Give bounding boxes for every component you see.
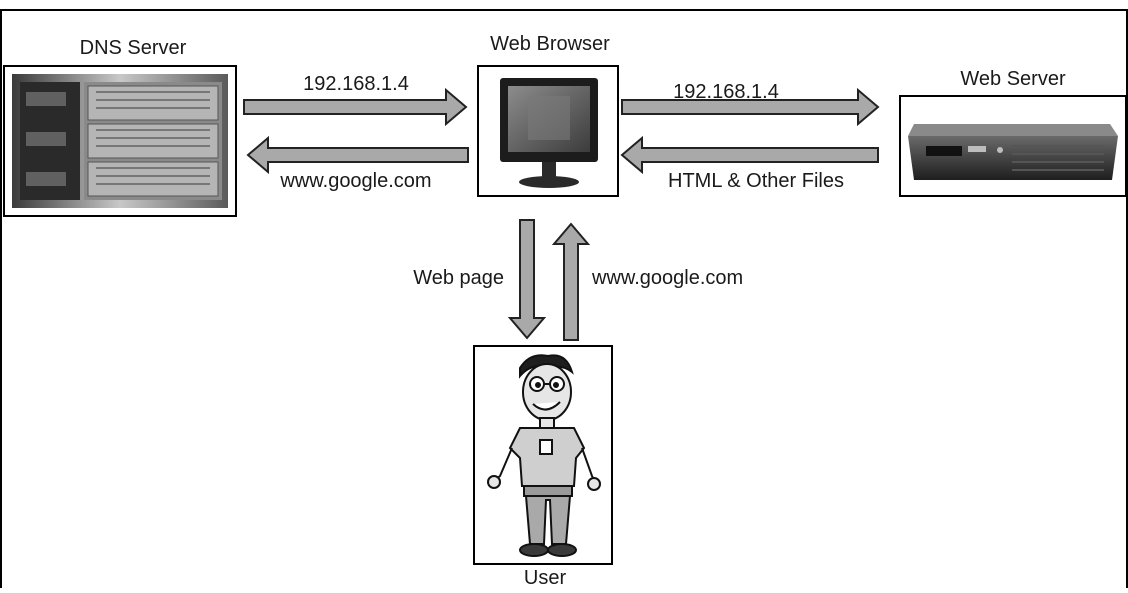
web-server-node — [899, 95, 1127, 197]
web-server-label: Web Server — [960, 68, 1066, 90]
outer-frame — [0, 9, 1128, 588]
arrow-user-to-browser — [551, 222, 591, 341]
user-label: User — [524, 567, 567, 588]
web-browser-label: Web Browser — [490, 33, 610, 55]
rack-server-icon — [908, 124, 1118, 180]
arrow-browser-to-dns — [246, 135, 469, 175]
arrow-browser-to-webserver — [621, 87, 880, 127]
server-rack-icon — [12, 74, 228, 208]
user-node — [473, 345, 613, 565]
arrow-webserver-to-browser — [620, 135, 879, 175]
edge-label-browser-to-webserver: 192.168.1.4 — [673, 81, 779, 103]
arrow-browser-to-user — [507, 219, 547, 340]
edge-label-browser-to-dns: www.google.com — [279, 170, 431, 192]
edge-label-dns-to-browser: 192.168.1.4 — [303, 73, 409, 95]
edge-label-user-to-browser: www.google.com — [591, 267, 743, 289]
edge-label-browser-to-user: Web page — [413, 267, 504, 289]
edge-label-webserver-to-browser: HTML & Other Files — [668, 170, 844, 192]
dns-server-node — [3, 65, 237, 217]
monitor-icon — [500, 78, 598, 188]
dns-server-label: DNS Server — [80, 37, 187, 59]
cartoon-person-icon — [487, 354, 601, 557]
web-browser-node — [477, 65, 619, 197]
arrow-dns-to-browser — [243, 87, 468, 127]
